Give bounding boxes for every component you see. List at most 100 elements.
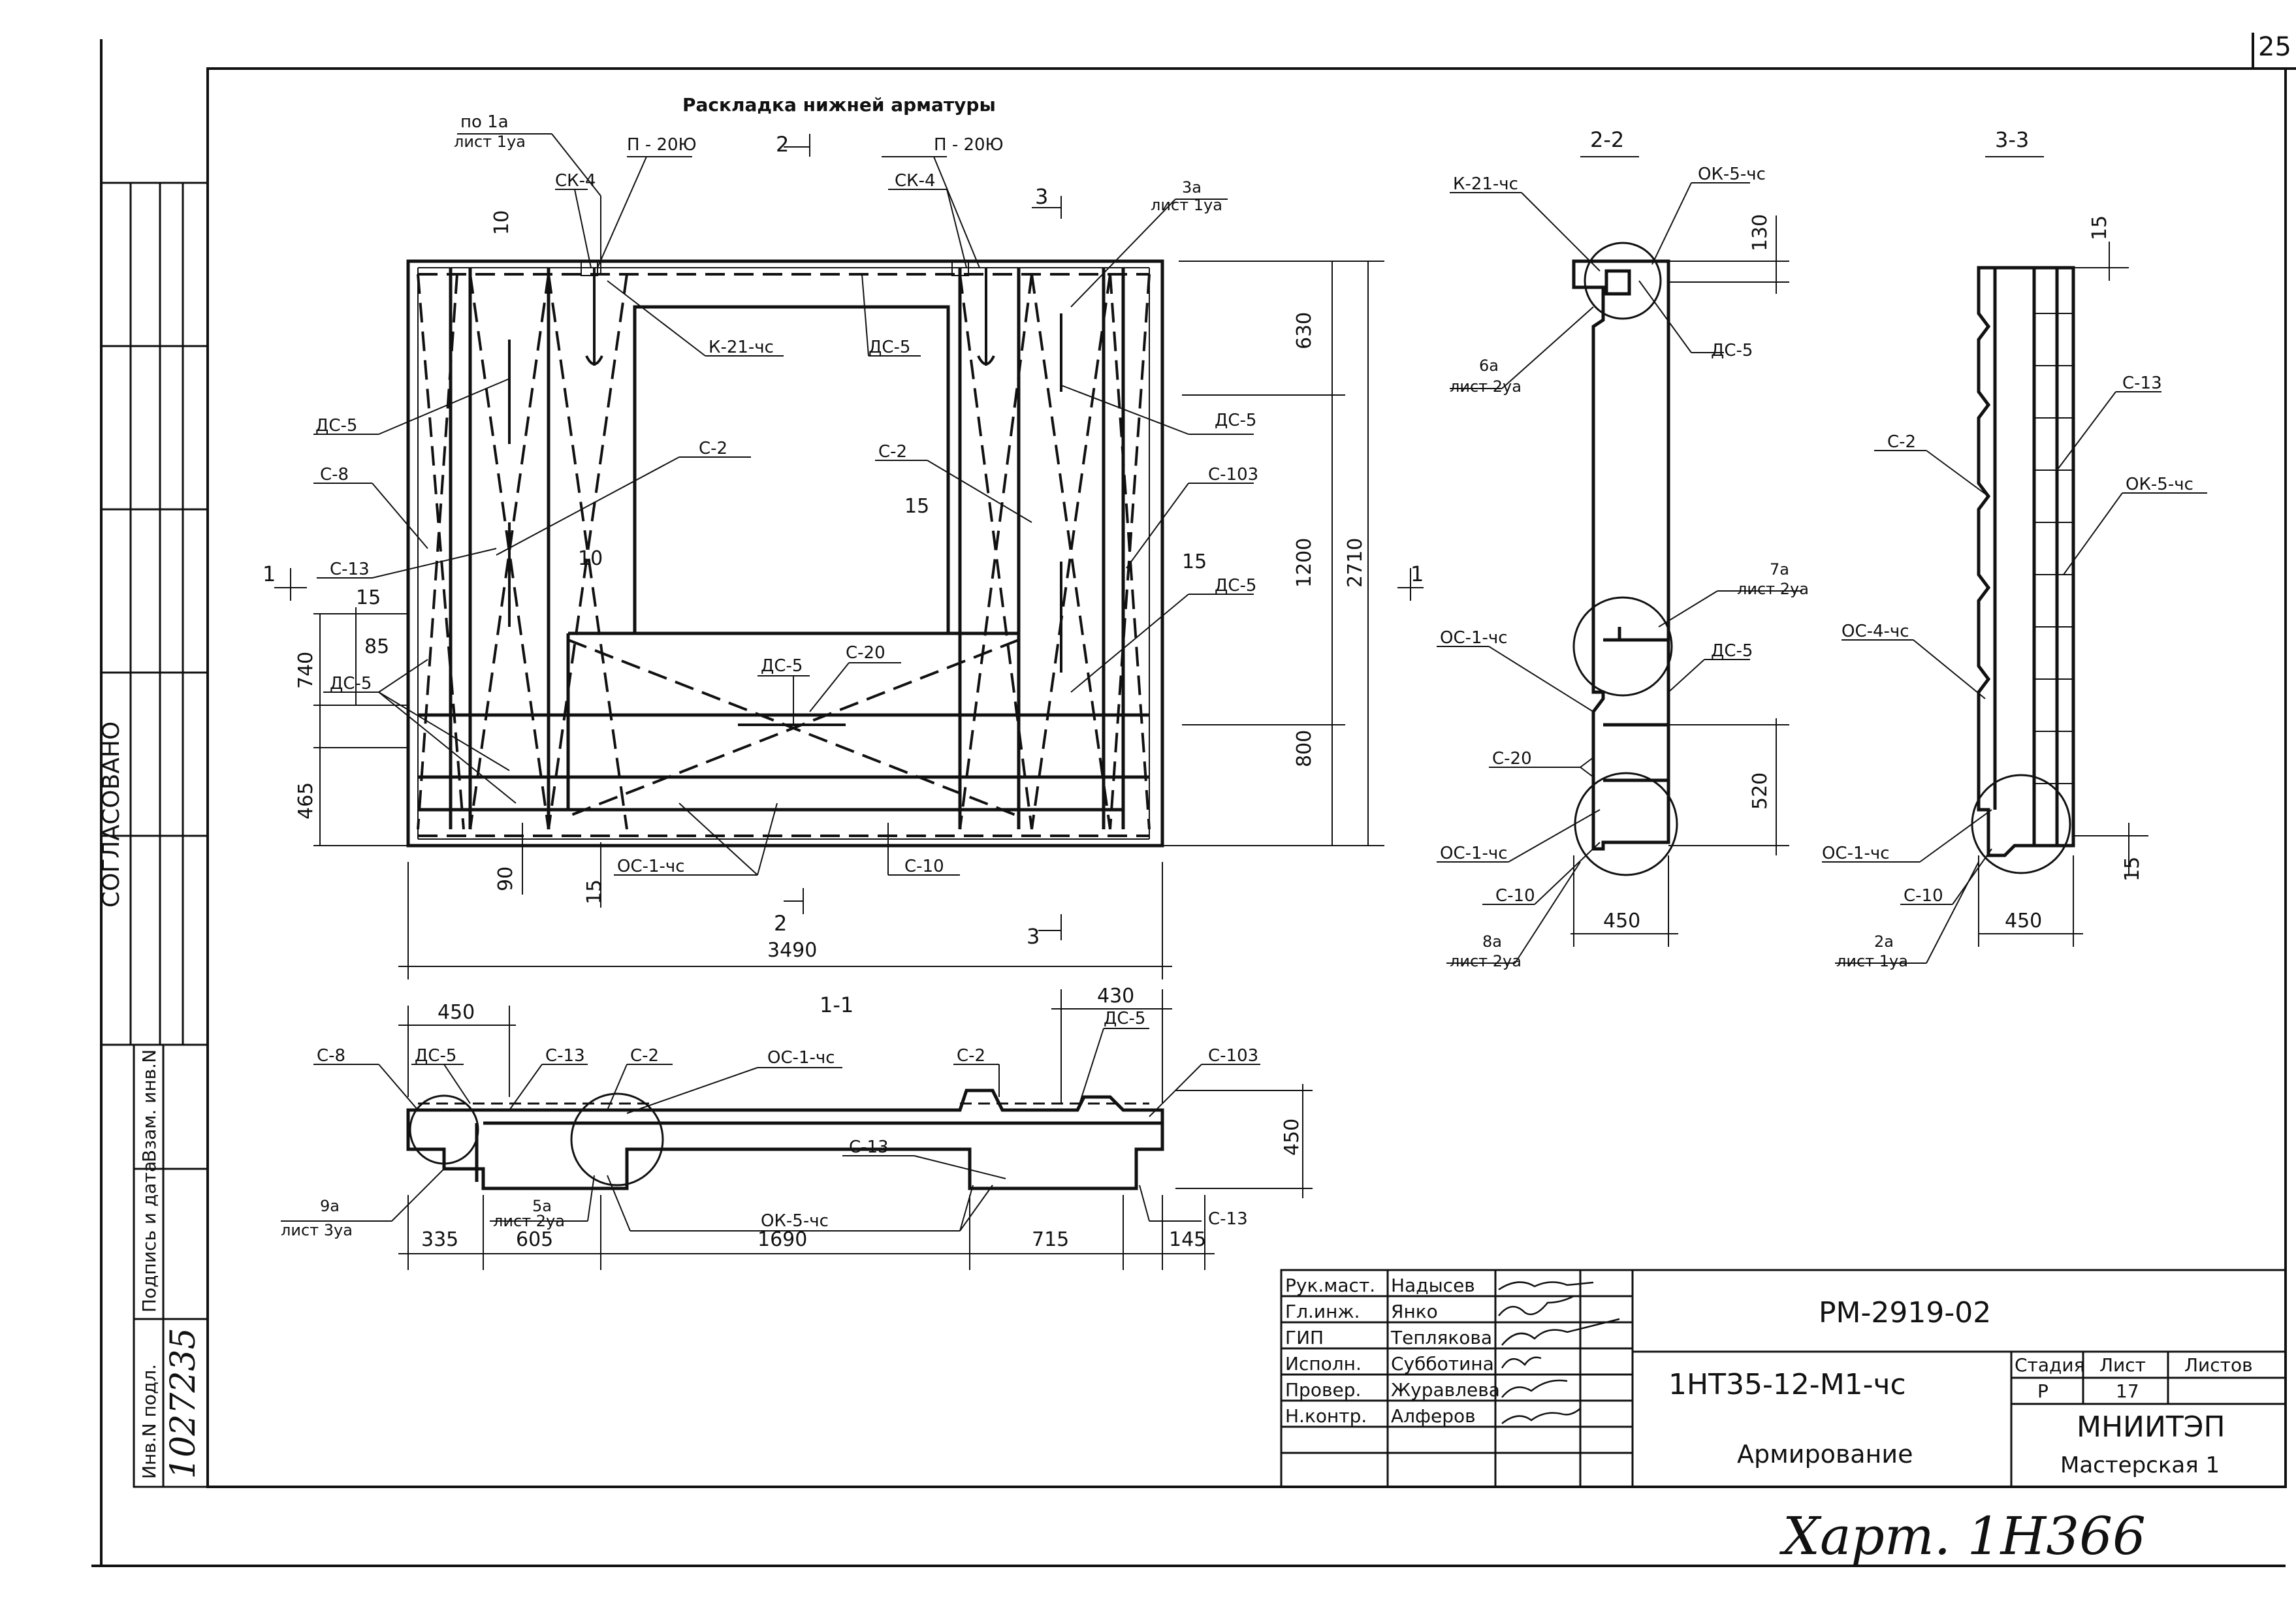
s22-label-k21: К-21-чс xyxy=(1453,174,1518,194)
approved-label: СОГЛАСОВАНО xyxy=(98,722,125,908)
label-c103: С-103 xyxy=(1208,465,1258,485)
s22-label-c20: С-20 xyxy=(1492,749,1532,769)
title-block-grid xyxy=(1280,1269,2287,1488)
main-view-title: Раскладка нижней арматуры xyxy=(682,94,996,116)
section-2-2-outline xyxy=(1572,259,1670,851)
name-0: Надысев xyxy=(1391,1275,1475,1296)
s33-label-oc4: ОС-4-чс xyxy=(1842,622,1909,641)
section-3-3-leaders xyxy=(1822,391,2207,964)
section-2-2-title: 2-2 xyxy=(1590,127,1624,152)
label-sec3-bot: 3 xyxy=(1027,924,1040,949)
s11-label-list-3ya: лист 3уа xyxy=(281,1221,353,1239)
section-1-1-outline xyxy=(406,1089,1164,1190)
s33-label-ok5: ОК-5-чс xyxy=(2126,475,2193,494)
section-1-1-leaders xyxy=(281,1028,1260,1232)
s33-label-list-1ya: лист 1уа xyxy=(1836,952,1908,970)
dim-10-top: 10 xyxy=(490,210,513,235)
s22-label-ok5: ОК-5-чс xyxy=(1698,165,1766,184)
s33-label-oc1: ОС-1-чс xyxy=(1822,844,1890,863)
s11-dim-1690: 1690 xyxy=(757,1228,807,1251)
label-p20-right: П - 20Ю xyxy=(934,135,1004,155)
dim-1200: 1200 xyxy=(1293,538,1316,588)
label-ck4-right: СК-4 xyxy=(895,171,936,191)
s33-dim-15-bot: 15 xyxy=(2121,857,2144,882)
label-po-1a: по 1а xyxy=(460,112,509,132)
left-approval-strip xyxy=(100,182,209,1046)
dim-15-d: 15 xyxy=(583,880,606,904)
name-5: Алферов xyxy=(1391,1405,1476,1427)
s22-dim-520: 520 xyxy=(1749,772,1772,810)
dim-2710: 2710 xyxy=(1344,538,1367,588)
name-1: Янко xyxy=(1391,1301,1438,1322)
s11-label-c103: С-103 xyxy=(1208,1046,1258,1066)
label-c2-left: С-2 xyxy=(699,439,727,458)
label-ds5-top: ДС-5 xyxy=(869,338,910,357)
s33-label-c13: С-13 xyxy=(2122,374,2162,393)
label-sec2-top: 2 xyxy=(776,132,789,157)
label-p20-left: П - 20Ю xyxy=(627,135,697,155)
inventory-number: 1027235 xyxy=(164,1328,203,1479)
section-2-2-leaders xyxy=(1437,182,1802,964)
sheets-header: Листов xyxy=(2184,1354,2253,1376)
label-c2-right: С-2 xyxy=(878,442,907,462)
s22-label-oc1-a: ОС-1-чс xyxy=(1440,628,1508,648)
label-c10: С-10 xyxy=(904,857,944,876)
dim-15-a: 15 xyxy=(904,495,929,518)
label-ds5-center: ДС-5 xyxy=(761,656,803,676)
label-ck4-left: СК-4 xyxy=(555,171,596,191)
s11-label-ds5: ДС-5 xyxy=(415,1046,456,1066)
section-3-3-outline xyxy=(1977,266,2075,857)
s11-label-9a: 9а xyxy=(320,1197,340,1215)
dim-15-b: 15 xyxy=(1182,550,1207,573)
diagonal-rebar-dashed xyxy=(417,273,1151,837)
dim-740: 740 xyxy=(295,652,317,689)
left-inventory-strip xyxy=(133,1043,209,1488)
s11-label-ok5: ОК-5-чс xyxy=(761,1211,829,1231)
s33-label-c10: С-10 xyxy=(1904,886,1943,906)
label-ds5-right: ДС-5 xyxy=(1215,411,1256,430)
s22-label-8a: 8а xyxy=(1482,932,1502,951)
label-sec1-right: 1 xyxy=(1411,562,1424,586)
document-code: РМ-2919-02 xyxy=(1819,1296,1991,1329)
s33-dim-15-top: 15 xyxy=(2088,215,2111,240)
s22-dim-130: 130 xyxy=(1749,214,1772,251)
role-0: Рук.маст. xyxy=(1285,1275,1375,1296)
label-oc1: ОС-1-чс xyxy=(617,857,685,876)
s11-label-c2: С-2 xyxy=(630,1046,659,1066)
section-2-2-dims xyxy=(1571,215,1789,947)
s11-label-c2-right: С-2 xyxy=(957,1046,985,1066)
s11-dim-145: 145 xyxy=(1169,1228,1206,1251)
s11-label-5a: 5а xyxy=(532,1197,552,1215)
s22-dim-450: 450 xyxy=(1603,910,1640,932)
product-code: 1НТ35-12-М1-чс xyxy=(1668,1368,1906,1401)
section-3-3-title: 3-3 xyxy=(1995,127,2029,152)
s22-label-ds5-a: ДС-5 xyxy=(1711,341,1753,360)
sheet-header: Лист xyxy=(2099,1354,2146,1376)
main-dim-lines xyxy=(274,134,1424,979)
label-c13: С-13 xyxy=(330,560,370,579)
main-panel-outline xyxy=(406,259,1164,848)
organization: МНИИТЭП xyxy=(2077,1410,2225,1444)
title-block-signatures xyxy=(1498,1281,1620,1424)
s11-label-list-2ya: лист 2уа xyxy=(493,1212,565,1230)
s11-label-c8: С-8 xyxy=(317,1046,345,1066)
label-ds5-left2: ДС-5 xyxy=(330,674,372,693)
s11-label-c13-mid: С-13 xyxy=(849,1137,889,1157)
s11-label-c13-right: С-13 xyxy=(1208,1209,1248,1229)
s22-label-ds5-b: ДС-5 xyxy=(1711,641,1753,661)
role-4: Провер. xyxy=(1285,1379,1361,1401)
sheet-value: 17 xyxy=(2116,1380,2139,1402)
dim-10-mid: 10 xyxy=(578,547,603,570)
section-1-1-dims xyxy=(398,989,1313,1270)
dim-3490: 3490 xyxy=(767,939,817,962)
s11-dim-450-top: 450 xyxy=(438,1001,475,1024)
s11-dim-430: 430 xyxy=(1097,985,1134,1008)
dim-85: 85 xyxy=(364,635,389,658)
role-1: Гл.инж. xyxy=(1285,1301,1360,1322)
label-ds5-left: ДС-5 xyxy=(315,416,357,436)
label-c20: С-20 xyxy=(846,643,885,663)
s11-dim-335: 335 xyxy=(421,1228,458,1251)
dim-800: 800 xyxy=(1293,730,1316,767)
dim-90: 90 xyxy=(494,867,517,891)
